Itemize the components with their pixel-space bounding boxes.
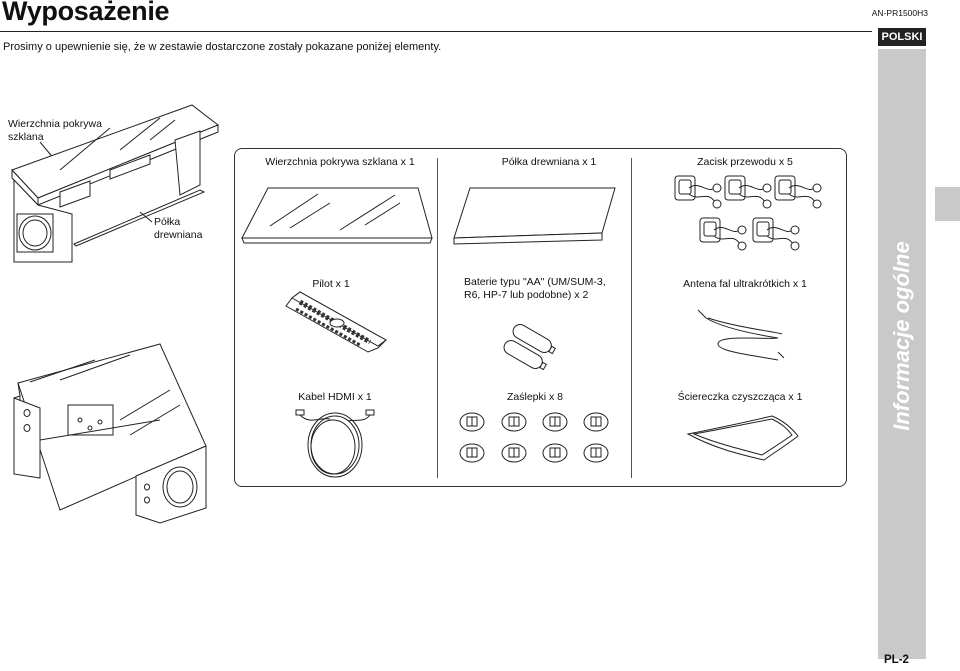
edge-tab: [935, 187, 960, 221]
tv-stand-illustration-bottom: [13, 343, 207, 524]
title-rule: [0, 31, 872, 32]
page-number: PL-2: [884, 654, 909, 666]
accessories-box: [234, 148, 847, 487]
column-divider-2: [631, 158, 632, 478]
cleaning-cloth-icon: [686, 415, 799, 461]
intro-text: Prosimy o upewnienie się, że w zestawie …: [3, 41, 442, 53]
page-title: Wyposażenie: [2, 0, 170, 26]
callout-wood-shelf: Półka drewniana: [154, 216, 203, 241]
item-label-hdmi-cable: Kabel HDMI x 1: [298, 391, 372, 403]
item-label-caps: Zaślepki x 8: [506, 391, 564, 403]
item-label-batteries: Baterie typu "AA" (UM/SUM-3, R6, HP-7 lu…: [464, 276, 606, 301]
item-label-glass-top: Wierzchnia pokrywa szklana x 1: [265, 156, 415, 168]
model-number: AN-PR1500H3: [871, 8, 928, 18]
tv-stand-illustration-top: [11, 104, 219, 263]
remote-control-icon: [285, 291, 387, 353]
callout-glass-top: Wierzchnia pokrywa szklana: [8, 118, 102, 143]
item-label-cable-clamp: Zacisk przewodu x 5: [697, 156, 793, 168]
column-divider-1: [437, 158, 438, 478]
batteries-icon: [503, 324, 557, 371]
fm-antenna-icon: [697, 309, 785, 361]
item-label-fm-antenna: Antena fal ultrakrótkich x 1: [683, 278, 807, 290]
caps-icons: [459, 412, 609, 463]
hdmi-cable-icon: [295, 409, 375, 478]
cable-clamp-icons: [674, 175, 822, 251]
language-tab: POLSKI: [878, 28, 926, 46]
side-band: [878, 49, 926, 659]
item-label-remote: Pilot x 1: [312, 278, 350, 290]
wood-shelf-icon: [453, 187, 616, 245]
item-label-wood-shelf: Półka drewniana x 1: [501, 156, 597, 168]
item-label-cleaning-cloth: Ściereczka czyszcząca x 1: [677, 391, 803, 403]
glass-top-panel-icon: [241, 187, 433, 244]
